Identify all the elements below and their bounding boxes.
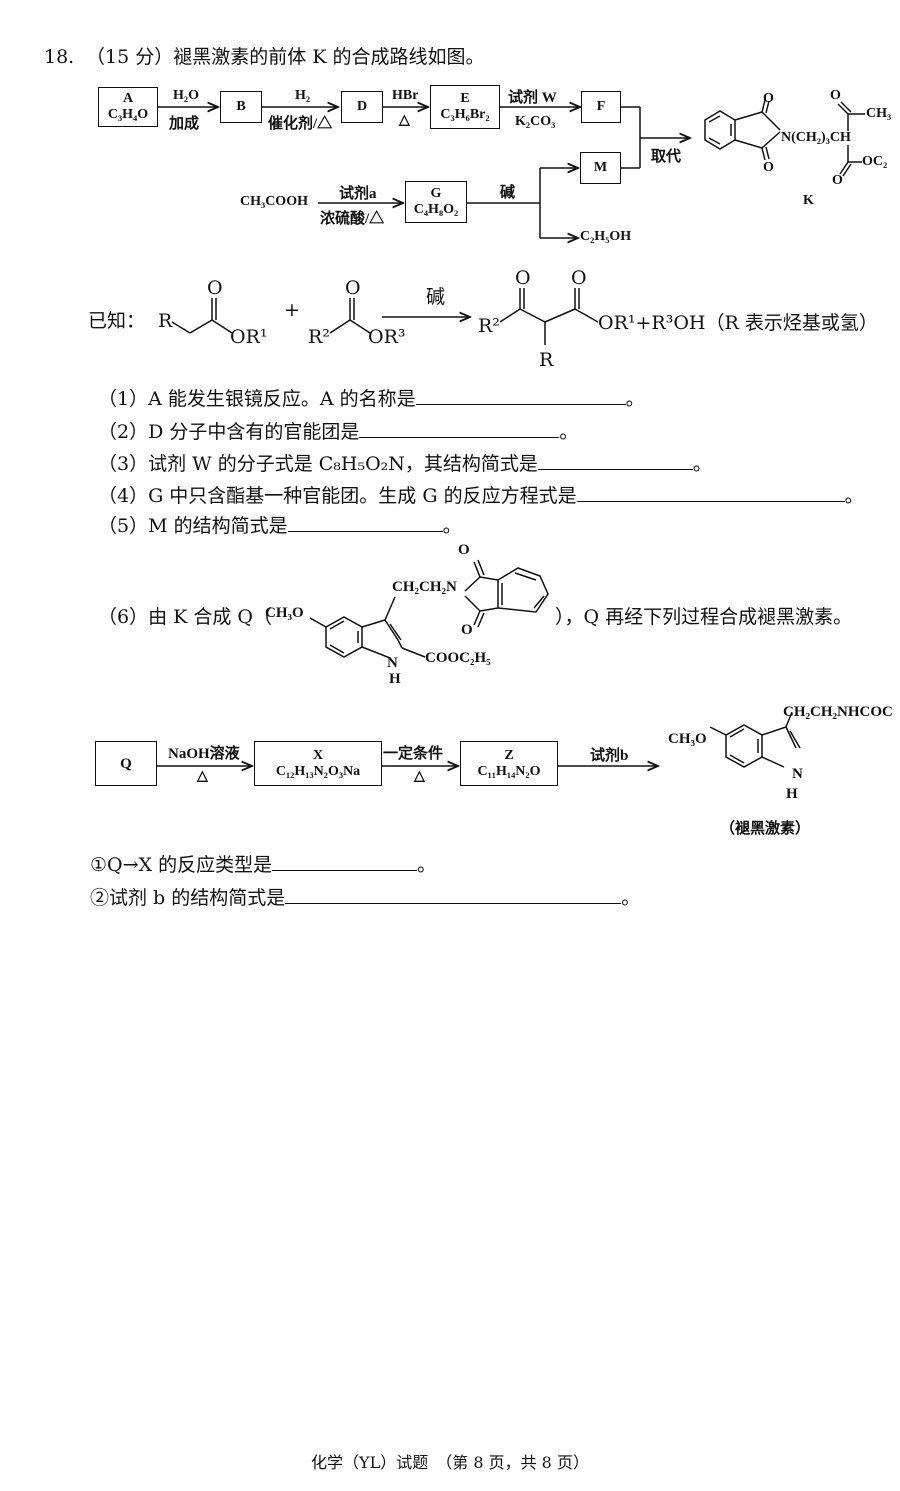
arrow-bd-reagent: H₂ <box>295 88 311 103</box>
base-label: 碱 <box>500 185 516 201</box>
q-cooc2h5: COOC₂H₅ <box>425 650 491 666</box>
known-product-o1: O <box>515 267 531 289</box>
question-4: （4）G 中只含酯基一种官能团。生成 G 的反应方程式是。 <box>98 485 864 507</box>
mel-chain: CH₂CH₂NHCOC <box>783 704 893 720</box>
known-or3: OR³ <box>368 326 406 348</box>
arrow1-reagent: NaOH溶液 <box>168 746 240 762</box>
arrow2-condition: △ <box>414 769 425 784</box>
known-plus: + <box>284 299 300 321</box>
known-product-tail: OR¹+R³OH（R 表示烃基或氢） <box>598 312 878 334</box>
k-ester-o: O <box>832 173 843 188</box>
arrow-fk-condition: 取代 <box>651 149 682 165</box>
compound-box-q: Q <box>95 741 157 786</box>
known-product-r2: R² <box>478 315 500 337</box>
known-arrow-label: 碱 <box>426 286 446 308</box>
melatonin-label: （褪黑激素） <box>720 821 811 837</box>
k-chain: N(CH₂)₃CH <box>781 130 851 145</box>
q-ch3o: CH₃O <box>265 605 304 621</box>
compound-box-f: F <box>581 91 621 123</box>
known-r: R <box>158 310 173 332</box>
question-3: （3）试剂 W 的分子式是 C₈H₅O₂N，其结构简式是。 <box>98 453 712 475</box>
question-1: （1）A 能发生银镜反应。A 的名称是。 <box>98 388 645 410</box>
known-prefix: 已知： <box>88 310 146 332</box>
acetic-acid: CH₃COOH <box>240 194 308 209</box>
mel-h: H <box>786 786 798 802</box>
page-footer: 化学（YL）试题 （第 8 页，共 8 页） <box>311 1453 589 1472</box>
question-2: （2）D 分子中含有的官能团是。 <box>98 421 579 443</box>
k-oc2: OC₂ <box>862 154 888 169</box>
compound-box-m: M <box>580 152 621 184</box>
question-header: （15 分）褪黑激素的前体 K 的合成路线如图。 <box>86 46 485 68</box>
arrow1-condition: △ <box>197 769 208 784</box>
known-product-o2: O <box>571 267 587 289</box>
arrow-ab-condition: 加成 <box>169 116 200 132</box>
arrow-g-condition: 浓硫酸/△ <box>320 211 385 227</box>
arrow-g-reagent: 试剂a <box>339 186 377 202</box>
question-6a: ①Q→X 的反应类型是。 <box>90 854 437 876</box>
arrow-ef-condition: K₂CO₃ <box>515 114 556 129</box>
known-product-r: R <box>539 349 554 371</box>
k-acetyl-o: O <box>830 88 841 103</box>
k-oxygen-top: O <box>763 91 774 106</box>
mel-n: N <box>792 766 803 782</box>
arrow-bd-condition: 催化剂/△ <box>268 116 333 132</box>
k-oxygen-bottom: O <box>763 160 774 175</box>
known-o2: O <box>345 277 361 299</box>
compound-box-d: D <box>341 91 383 123</box>
question-number: 18. <box>44 46 75 68</box>
ethanol: C₂H₅OH <box>580 229 632 244</box>
arrow-ef-reagent: 试剂 W <box>508 90 557 106</box>
question-6-suffix: ），Q 再经下列过程合成褪黑激素。 <box>555 606 853 628</box>
arrow-de-reagent: HBr <box>392 88 419 103</box>
k-label: K <box>803 193 814 208</box>
question-6b: ②试剂 b 的结构简式是。 <box>90 887 641 909</box>
arrow-ab-reagent: H₂O <box>173 88 199 103</box>
q-chain: CH₂CH₂N <box>392 579 457 595</box>
compound-box-b: B <box>220 91 262 123</box>
arrow2-reagent: 一定条件 <box>383 746 444 762</box>
known-r2: R² <box>308 326 330 348</box>
question-6-prefix: （6）由 K 合成 Q（ <box>98 606 272 628</box>
mel-ch3o: CH₃O <box>668 731 707 747</box>
q-o-bottom: O <box>461 622 473 638</box>
question-5: （5）M 的结构简式是。 <box>98 515 462 537</box>
k-ch3: CH₃ <box>866 106 892 121</box>
q-h: H <box>389 671 401 687</box>
known-or1: OR¹ <box>230 326 268 348</box>
arrow-de-condition: △ <box>399 113 410 128</box>
arrow3-reagent: 试剂b <box>590 748 629 764</box>
q-nh: N <box>387 655 398 671</box>
q-o-top: O <box>458 542 470 558</box>
known-o1: O <box>207 277 223 299</box>
